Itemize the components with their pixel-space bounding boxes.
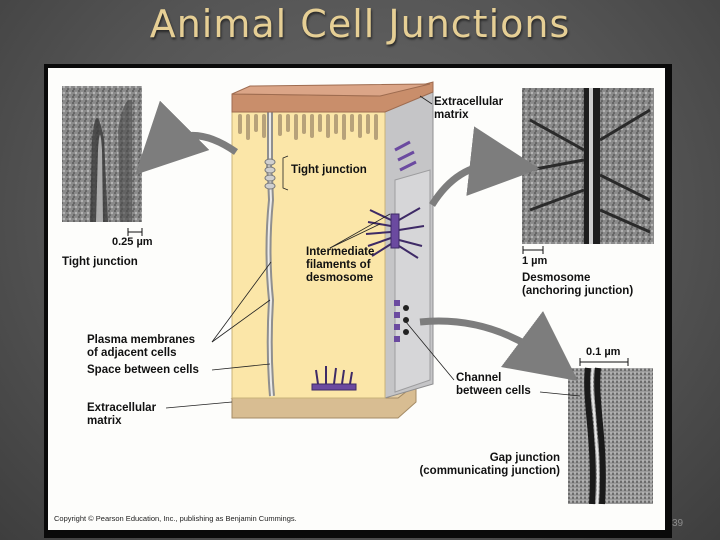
intermediate-filaments-label: Intermediate filaments of desmosome (306, 246, 375, 284)
gap-junction-label: Gap junction (communicating junction) (419, 452, 560, 477)
copyright-notice: Copyright © Pearson Education, Inc., pub… (54, 514, 297, 523)
extracellular-matrix-bottom-label: Extracellular matrix (87, 402, 157, 427)
desmosome-label: Desmosome (anchoring junction) (522, 272, 634, 297)
slide-title: Animal Cell Junctions (149, 2, 571, 46)
desmosome-micrograph (522, 88, 654, 244)
slide-number: 39 (672, 518, 684, 529)
channel-between-cells-label: Channel between cells (456, 372, 531, 397)
tight-junction-callout-label: Tight junction (291, 164, 367, 176)
space-between-cells-label: Space between cells (87, 364, 199, 376)
tight-junction-caption: Tight junction (62, 256, 138, 268)
tight-scale-bar (127, 228, 143, 236)
gap-scale-bar (579, 358, 629, 366)
leader-lines (165, 95, 581, 409)
tight-junction-micrograph (62, 86, 142, 222)
tight-scale-label: 0.25 µm (112, 236, 153, 248)
gap-junction-micrograph (568, 367, 653, 505)
plasma-membranes-label: Plasma membranes of adjacent cells (87, 334, 196, 359)
desmosome-scale-bar (522, 246, 544, 254)
desmosome-scale-label: 1 µm (522, 255, 548, 267)
gap-scale-label: 0.1 µm (586, 346, 621, 358)
extracellular-matrix-top-label: Extracellular matrix (434, 96, 504, 121)
callout-arrows (135, 100, 579, 381)
